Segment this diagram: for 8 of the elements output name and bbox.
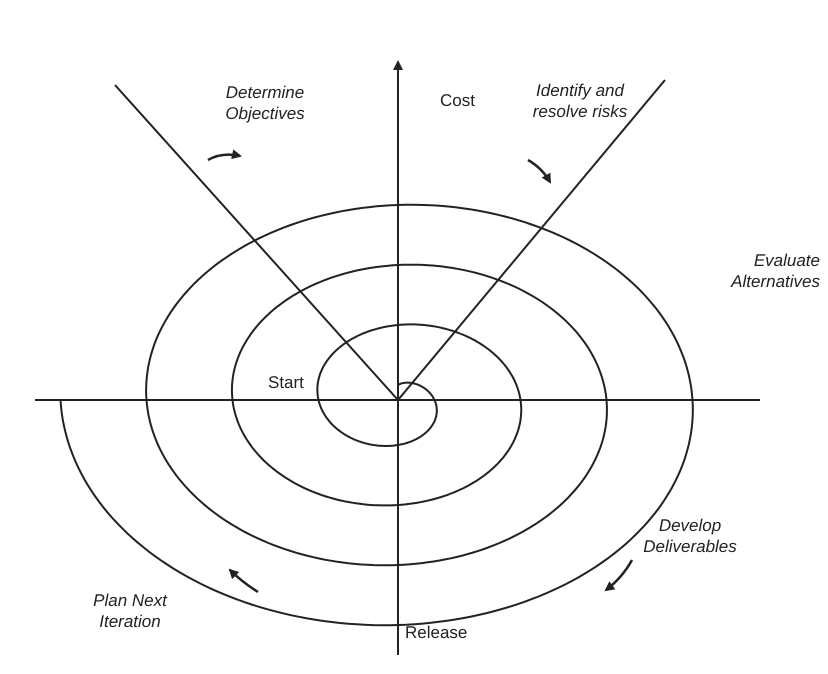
quadrant-label: Plan Next Iteration <box>92 590 168 632</box>
quadrant-label: Evaluate Alternatives <box>730 250 820 292</box>
axis-label: Cost <box>440 90 476 111</box>
axis-label: Release <box>405 622 468 643</box>
quadrant-label: Develop Deliverables <box>642 515 738 557</box>
quadrant-label: Identify and resolve risks <box>532 80 628 122</box>
start-label: Start <box>268 372 305 393</box>
quadrant-label: Determine Objectives <box>224 82 306 124</box>
